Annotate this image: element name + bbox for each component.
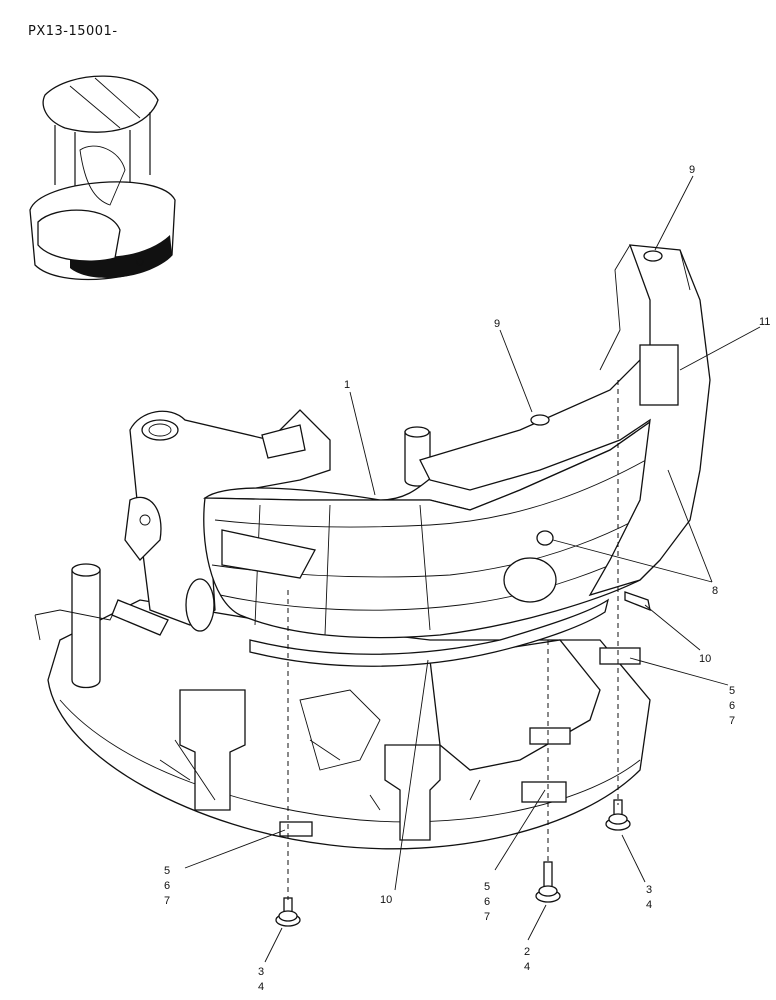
callout-8: 8	[712, 585, 718, 597]
upper-frame	[47, 599, 651, 850]
callout-10-bottom: 10	[380, 894, 392, 906]
bolt-left	[275, 897, 301, 927]
bolts	[275, 799, 631, 927]
callouts: 1 9 9 11 8 10 10 5 6 7 5 6 7 5 6 7 3 4 3…	[164, 164, 770, 993]
machine-thumbnail	[29, 75, 176, 281]
callout-5-6-7-right: 5 6 7	[729, 685, 738, 727]
pipes	[34, 426, 431, 689]
rubber-strips	[249, 591, 651, 667]
callout-3-4-left: 3 4	[258, 966, 267, 993]
bolt-middle	[535, 861, 561, 903]
callout-5-6-7-middle: 5 6 7	[484, 881, 493, 923]
bolt-right	[605, 799, 631, 831]
page-code: PX13-15001-	[28, 24, 118, 39]
callout-9-top: 9	[689, 164, 695, 176]
callout-9-middle: 9	[494, 318, 500, 330]
leader-lines	[184, 175, 761, 963]
callout-10-right: 10	[699, 653, 711, 665]
swing-bracket	[124, 409, 331, 632]
callout-1: 1	[344, 379, 350, 391]
assembly-lines	[287, 380, 619, 900]
callout-5-6-7-left: 5 6 7	[164, 865, 173, 907]
callout-3-4-right: 3 4	[646, 884, 655, 911]
callout-2-4: 2 4	[524, 946, 533, 973]
callout-11: 11	[759, 316, 770, 328]
counterweight	[203, 244, 711, 639]
